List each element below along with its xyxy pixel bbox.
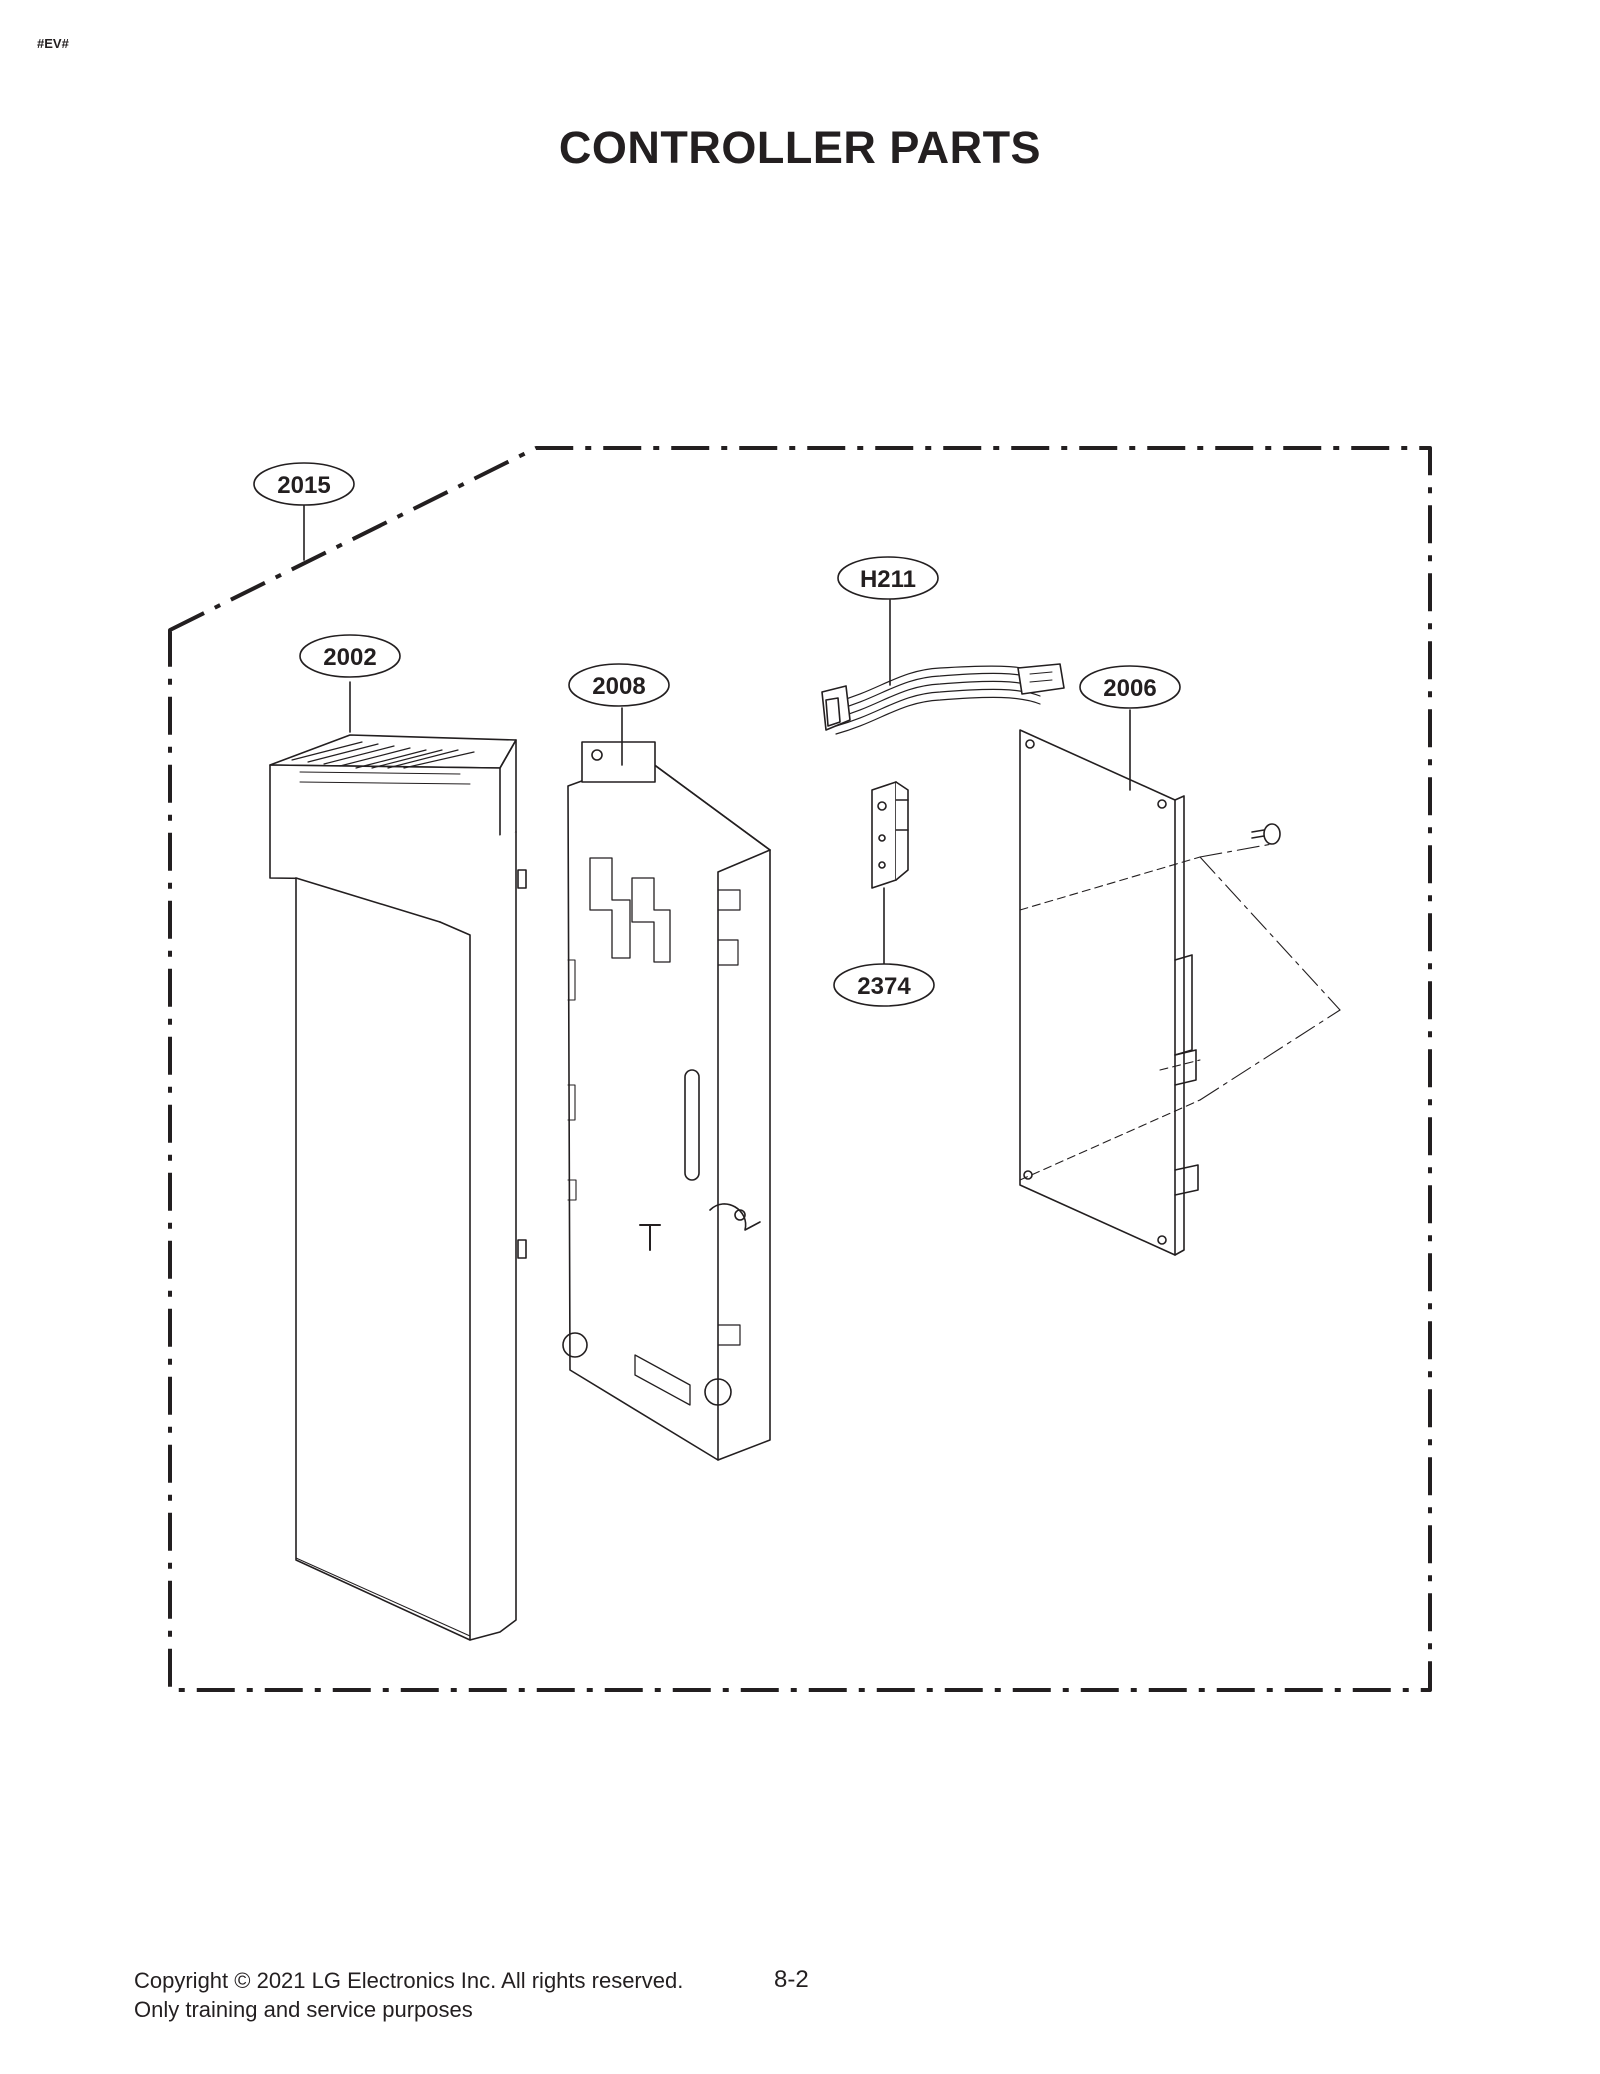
page-title: CONTROLLER PARTS xyxy=(558,122,1042,173)
harness-H211 xyxy=(821,663,1065,735)
callout-2015: 2015 xyxy=(253,462,355,506)
screw xyxy=(1251,823,1281,845)
sub-pcb-2374 xyxy=(871,781,909,889)
callout-2008: 2008 xyxy=(568,663,670,707)
front-panel-2002 xyxy=(269,734,527,1641)
copyright-line: Copyright © 2021 LG Electronics Inc. All… xyxy=(134,1968,684,1993)
callout-leaders xyxy=(303,504,1131,966)
svg-text:2015: 2015 xyxy=(277,472,330,499)
svg-text:2008: 2008 xyxy=(592,673,645,700)
main-pcb-2006 xyxy=(1019,729,1199,1256)
callout-2374: 2374 xyxy=(833,963,935,1007)
page-number: 8-2 xyxy=(774,1966,809,1993)
screw-guide-lines xyxy=(1199,843,1341,1101)
callout-2002: 2002 xyxy=(299,634,401,678)
document-tag: #EV# xyxy=(37,36,69,51)
assembly-guide-lines xyxy=(1019,856,1201,1181)
svg-text:2006: 2006 xyxy=(1103,675,1156,702)
footer-copyright: Copyright © 2021 LG Electronics Inc. All… xyxy=(134,1966,683,2024)
usage-note: Only training and service purposes xyxy=(134,1997,473,2022)
callout-H211: H211 xyxy=(837,556,939,600)
svg-text:H211: H211 xyxy=(860,566,916,593)
assembly-boundary xyxy=(168,446,1432,1692)
svg-text:2002: 2002 xyxy=(323,644,376,671)
svg-text:2374: 2374 xyxy=(857,973,911,1000)
bracket-2008 xyxy=(562,741,771,1461)
callout-2006: 2006 xyxy=(1079,665,1181,709)
